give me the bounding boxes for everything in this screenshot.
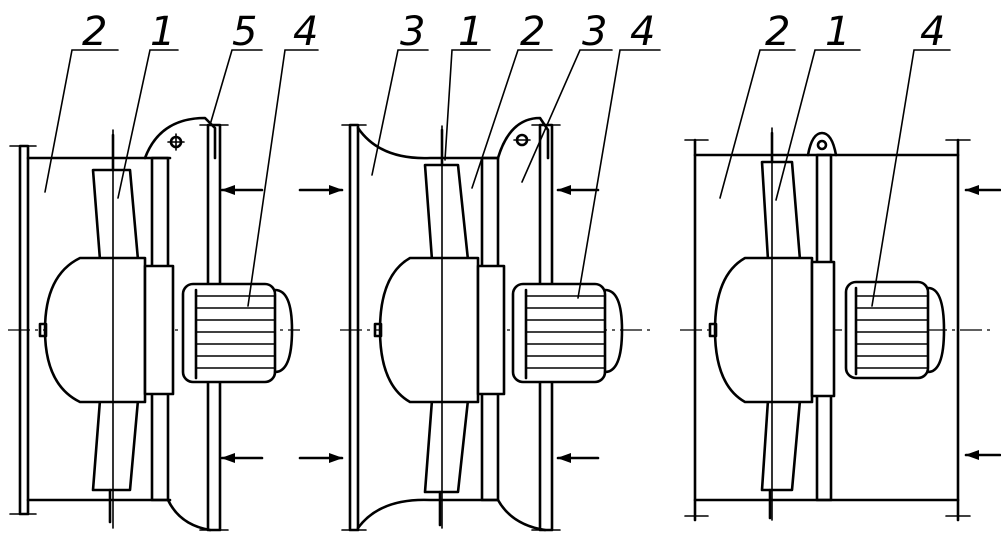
view-b-label-2: 2 (520, 9, 545, 55)
view-c-label-1: 1 (825, 9, 850, 55)
view-b-inlet-cone-top (356, 126, 500, 160)
view-b-leader-1 (444, 49, 491, 161)
view-c-leader-4 (871, 49, 951, 307)
view-a-leader-4 (247, 49, 319, 307)
view-b-label-1: 1 (458, 9, 483, 55)
view-b-fan-assembly (298, 49, 661, 532)
view-a-leader-2 (44, 49, 119, 193)
view-a-leader-5 (209, 49, 263, 126)
view-b-label-4: 4 (630, 9, 655, 55)
view-b-motor-mount (476, 264, 506, 396)
view-a-motor-mount (143, 264, 175, 396)
view-b-leader-3b (521, 49, 613, 183)
view-c-leader-1 (775, 49, 861, 201)
view-a-leader-1 (117, 49, 179, 199)
view-a-label-2: 2 (82, 9, 107, 55)
view-c-motor (844, 280, 930, 380)
view-c-hub (713, 256, 814, 404)
view-b-leader-2 (471, 49, 553, 189)
part-number-labels: 2 1 5 4 3 1 2 3 4 2 1 4 (82, 9, 945, 55)
view-b-inlet-flange (348, 123, 360, 532)
view-a-fan-assembly (8, 49, 319, 532)
view-c-fan-assembly (680, 49, 1001, 522)
view-c-lifting-lug (806, 131, 838, 157)
view-a-label-4: 4 (293, 9, 318, 55)
view-b-leader-4 (577, 49, 661, 299)
view-c-motor-mount (810, 260, 836, 398)
view-a-hub (43, 256, 147, 404)
view-b-label-3b: 3 (582, 9, 607, 55)
view-b-hub (378, 256, 480, 404)
view-a-label-5: 5 (232, 9, 257, 55)
view-a-label-1: 1 (150, 9, 175, 55)
view-c-leader-2 (719, 49, 796, 199)
view-c-label-2: 2 (765, 9, 790, 55)
view-a-mounting-bracket (143, 116, 217, 160)
view-b-leader-3 (371, 49, 429, 176)
view-c-label-4: 4 (920, 9, 945, 55)
view-b-inlet-cone-bottom (356, 498, 500, 530)
view-b-label-3: 3 (400, 9, 425, 55)
